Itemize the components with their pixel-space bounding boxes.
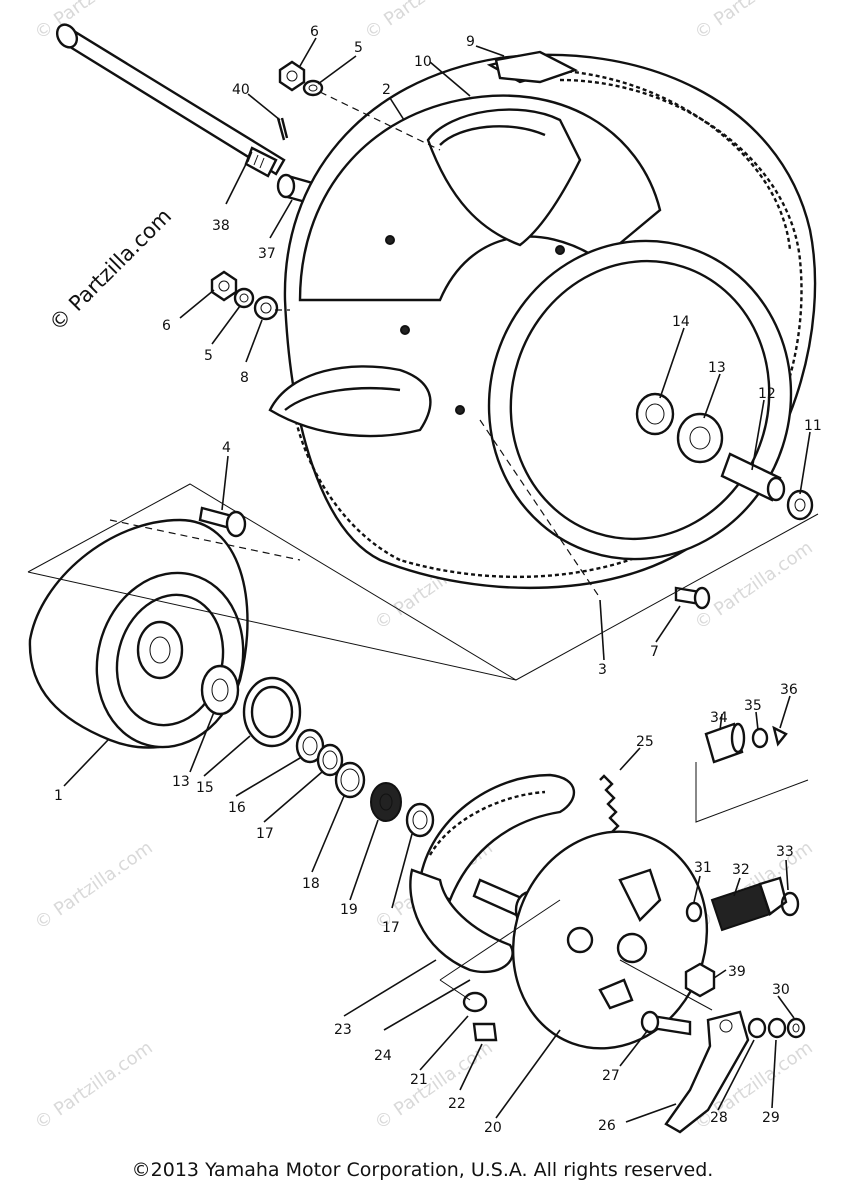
bearing-14[interactable] [635, 392, 675, 436]
leader-lines [63, 37, 811, 1123]
callout-label: 40 [232, 82, 250, 98]
partzilla-watermark: © Partzilla.com [45, 204, 177, 336]
collar-12[interactable] [720, 452, 786, 502]
callout-label: 14 [672, 314, 690, 330]
gear-32[interactable] [710, 876, 788, 932]
callout-label: 6 [162, 318, 171, 334]
callout-label: 15 [196, 780, 214, 796]
callout-label: 16 [228, 800, 246, 816]
callout-label: 8 [240, 370, 249, 386]
callout-label: 26 [598, 1118, 616, 1134]
watermark: © Partzilla.com [691, 537, 817, 634]
washer-5-mid[interactable] [233, 287, 255, 309]
callout-label: 19 [340, 902, 358, 918]
brake-plate-20[interactable] [483, 804, 737, 1076]
watermark: © Partzilla.com [691, 0, 817, 44]
ring-16[interactable] [295, 728, 325, 764]
cotter-pin-40[interactable] [276, 117, 289, 141]
bushing-34[interactable] [704, 722, 746, 764]
washer-29[interactable] [767, 1017, 787, 1039]
watermark: © Partzilla.com [31, 837, 157, 934]
callout-label: 5 [354, 40, 363, 56]
callout-label: 22 [448, 1096, 466, 1112]
bolt-27[interactable] [640, 1010, 692, 1036]
callout-label: 1 [54, 788, 63, 804]
oil-seal-15[interactable] [242, 676, 302, 748]
callout-label: 32 [732, 862, 750, 878]
callout-label: 25 [636, 734, 654, 750]
ring-17-a[interactable] [316, 743, 344, 777]
callout-label: 28 [710, 1110, 728, 1126]
washer-28[interactable] [747, 1017, 767, 1039]
plate-22[interactable] [472, 1022, 498, 1042]
callout-label: 12 [758, 386, 776, 402]
collar-8[interactable] [253, 295, 279, 321]
washer-5-top[interactable] [302, 79, 324, 97]
callout-label: 38 [212, 218, 230, 234]
callout-label: 24 [374, 1048, 392, 1064]
callout-label: 5 [204, 348, 213, 364]
gear-19[interactable] [370, 782, 402, 822]
hub-1[interactable] [28, 518, 262, 764]
callout-label: 7 [650, 644, 659, 660]
callout-label: 30 [772, 982, 790, 998]
callout-label: 37 [258, 246, 276, 262]
nut-6-mid[interactable] [210, 270, 238, 302]
callout-label: 35 [744, 698, 762, 714]
callout-label: 10 [414, 54, 432, 70]
callout-label: 11 [804, 418, 822, 434]
callout-label: 31 [694, 860, 712, 876]
callout-label: 17 [256, 826, 274, 842]
callout-label: 33 [776, 844, 794, 860]
bolt-4[interactable] [198, 506, 247, 538]
callout-label: 2 [382, 82, 391, 98]
rim-outer-ring[interactable] [448, 201, 832, 598]
callout-label: 13 [172, 774, 190, 790]
assembly-lines [27, 91, 819, 1011]
bearing-13-right[interactable] [676, 412, 724, 464]
callout-label: 18 [302, 876, 320, 892]
callout-label: 29 [762, 1110, 780, 1126]
callout-label: 39 [728, 964, 746, 980]
callout-label: 9 [466, 34, 475, 50]
circlip-33[interactable] [780, 891, 800, 917]
ring-17-b[interactable] [405, 802, 435, 838]
callout-label: 27 [602, 1068, 620, 1084]
brake-shoe-23[interactable] [409, 773, 576, 973]
copyright-notice: ©2013 Yamaha Motor Corporation, U.S.A. A… [131, 1159, 714, 1181]
circlip-18[interactable] [334, 761, 366, 799]
callout-label: 23 [334, 1022, 352, 1038]
nut-30[interactable] [786, 1017, 806, 1039]
callout-labels: 6 5 40 2 10 9 38 37 6 5 8 14 13 12 11 4 … [54, 24, 822, 1136]
washer-31[interactable] [685, 901, 703, 923]
callout-label: 4 [222, 440, 231, 456]
callout-label: 21 [410, 1072, 428, 1088]
callout-label: 13 [708, 360, 726, 376]
rim-band-9[interactable] [494, 50, 579, 84]
bearing-13-left[interactable] [200, 664, 240, 716]
cam-lever-26[interactable] [664, 1010, 750, 1134]
nut-6-top[interactable] [278, 60, 306, 92]
callout-label: 20 [484, 1120, 502, 1136]
bolt-7[interactable] [674, 586, 711, 610]
watermark: © Partzilla.com [31, 1037, 157, 1134]
callout-label: 6 [310, 24, 319, 40]
cap-21[interactable] [462, 991, 488, 1013]
spacer-11[interactable] [786, 489, 814, 521]
callout-label: 17 [382, 920, 400, 936]
clip-36[interactable] [772, 725, 788, 747]
callout-label: 3 [598, 662, 607, 678]
nut-39[interactable] [684, 962, 716, 998]
callout-label: 36 [780, 682, 798, 698]
axle-38[interactable] [53, 21, 286, 178]
callout-label: 34 [710, 710, 728, 726]
watermark: © Partzilla.com [31, 0, 157, 44]
washer-35[interactable] [751, 727, 769, 749]
tube-10[interactable] [268, 108, 582, 438]
